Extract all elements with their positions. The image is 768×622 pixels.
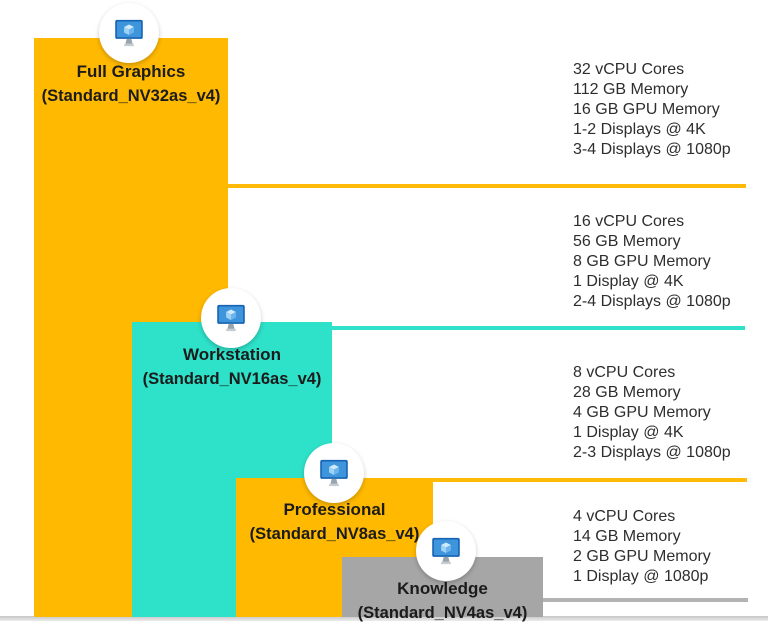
vm-icon-badge-knowledge bbox=[416, 521, 476, 581]
virtual-machine-icon bbox=[115, 19, 143, 47]
connector-line-knowledge bbox=[543, 598, 748, 602]
tier-name: Knowledge bbox=[397, 579, 488, 598]
spec-line: 2-3 Displays @ 1080p bbox=[573, 444, 731, 461]
specs-professional: 8 vCPU Cores 28 GB Memory 4 GB GPU Memor… bbox=[573, 363, 731, 463]
spec-line: 16 vCPU Cores bbox=[573, 213, 685, 230]
spec-line: 28 GB Memory bbox=[573, 384, 681, 401]
spec-line: 14 GB Memory bbox=[573, 528, 681, 545]
spec-line: 3-4 Displays @ 1080p bbox=[573, 141, 731, 158]
spec-line: 56 GB Memory bbox=[573, 233, 681, 250]
virtual-machine-icon bbox=[217, 304, 245, 332]
virtual-machine-icon bbox=[320, 459, 348, 487]
tier-name: Full Graphics bbox=[76, 62, 186, 81]
spec-line: 4 GB GPU Memory bbox=[573, 404, 711, 421]
spec-line: 8 vCPU Cores bbox=[573, 364, 676, 381]
specs-knowledge: 4 vCPU Cores 14 GB Memory 2 GB GPU Memor… bbox=[573, 507, 711, 587]
spec-line: 8 GB GPU Memory bbox=[573, 253, 711, 270]
spec-line: 2-4 Displays @ 1080p bbox=[573, 293, 731, 310]
tier-name: Workstation bbox=[183, 345, 281, 364]
baseline-rule bbox=[0, 616, 768, 621]
tier-sku: (Standard_NV4as_v4) bbox=[357, 604, 528, 622]
spec-line: 32 vCPU Cores bbox=[573, 61, 685, 78]
tier-label-workstation: Workstation (Standard_NV16as_v4) bbox=[132, 342, 332, 391]
virtual-machine-icon bbox=[432, 537, 460, 565]
connector-line-full-graphics bbox=[228, 184, 746, 188]
tier-label-professional: Professional (Standard_NV8as_v4) bbox=[236, 497, 433, 546]
specs-workstation: 16 vCPU Cores 56 GB Memory 8 GB GPU Memo… bbox=[573, 212, 731, 312]
connector-line-workstation bbox=[332, 326, 745, 330]
vm-icon-badge-workstation bbox=[201, 288, 261, 348]
tier-sku: (Standard_NV16as_v4) bbox=[142, 370, 322, 388]
specs-full-graphics: 32 vCPU Cores 112 GB Memory 16 GB GPU Me… bbox=[573, 60, 731, 160]
vm-icon-badge-professional bbox=[304, 443, 364, 503]
spec-line: 1 Display @ 1080p bbox=[573, 568, 709, 585]
vm-icon-badge-full-graphics bbox=[99, 3, 159, 63]
spec-line: 1-2 Displays @ 4K bbox=[573, 121, 706, 138]
tier-name: Professional bbox=[283, 500, 386, 519]
spec-line: 1 Display @ 4K bbox=[573, 273, 684, 290]
spec-line: 4 vCPU Cores bbox=[573, 508, 676, 525]
tier-sku: (Standard_NV8as_v4) bbox=[249, 525, 420, 543]
tier-sku: (Standard_NV32as_v4) bbox=[41, 87, 221, 105]
spec-line: 1 Display @ 4K bbox=[573, 424, 684, 441]
spec-line: 112 GB Memory bbox=[573, 81, 689, 98]
spec-line: 2 GB GPU Memory bbox=[573, 548, 711, 565]
spec-line: 16 GB GPU Memory bbox=[573, 101, 720, 118]
tier-label-knowledge: Knowledge (Standard_NV4as_v4) bbox=[342, 576, 543, 622]
tier-label-full-graphics: Full Graphics (Standard_NV32as_v4) bbox=[34, 59, 228, 108]
connector-line-professional bbox=[433, 478, 747, 482]
